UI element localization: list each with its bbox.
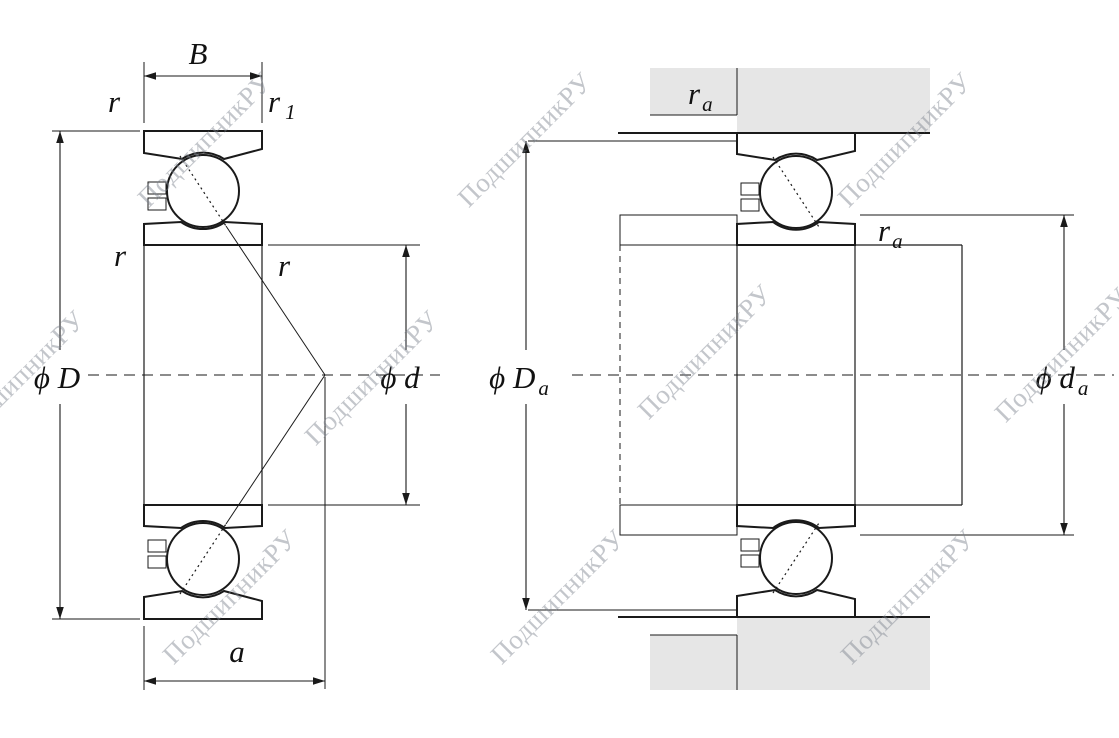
label-r-mid-left: r	[114, 238, 127, 273]
cage-top-1	[740, 182, 760, 196]
inner-ring-bottom	[736, 504, 856, 530]
contact-line-dotted-bottom	[772, 522, 820, 594]
outer-ring-top	[736, 132, 856, 162]
contact-line-bottom	[225, 374, 326, 525]
cage-bottom-2	[147, 555, 167, 569]
outer-ring-bottom	[736, 588, 856, 618]
label-B: B	[189, 36, 208, 71]
cage-bottom-1	[147, 539, 167, 553]
dimension-a: a	[143, 626, 325, 690]
contact-line-dotted-top	[772, 156, 820, 228]
cage-bottom-2	[740, 554, 760, 568]
cage-top-1	[147, 181, 167, 195]
outer-ring-top	[143, 130, 263, 161]
housing-block-top	[650, 68, 930, 133]
contact-line-dotted-bottom	[179, 523, 227, 595]
cage-bottom-1	[740, 538, 760, 552]
cage-top-2	[147, 197, 167, 211]
dimension-phi-d: ϕ d	[268, 244, 420, 506]
inner-ring-top	[143, 220, 263, 246]
ball-bottom	[166, 522, 240, 596]
label-a: a	[229, 634, 245, 669]
inner-ring-bottom	[143, 504, 263, 530]
shaft-shoulder-top	[619, 214, 738, 246]
dimension-phi-D: ϕ D	[34, 130, 140, 620]
label-ra-housing: ra	[688, 76, 713, 116]
label-r-mid-right: r	[278, 248, 291, 283]
ball-top	[759, 155, 833, 229]
inner-ring-top	[736, 220, 856, 246]
dimension-B: B	[143, 36, 263, 123]
label-phi-D: ϕ D	[34, 360, 80, 395]
label-ra-shaft: ra	[878, 213, 903, 253]
label-phi-d: ϕ d	[380, 360, 420, 395]
shaft-shoulder-bottom	[619, 504, 738, 536]
outer-ring-bottom	[143, 589, 263, 620]
cage-top-2	[740, 198, 760, 212]
housing-block-bottom	[650, 617, 930, 690]
contact-line-top	[225, 225, 326, 376]
ball-top	[166, 154, 240, 228]
ball-bottom	[759, 521, 833, 595]
contact-line-dotted-top	[179, 155, 227, 227]
label-r-top-left: r	[108, 84, 121, 119]
left-view-bearing-section	[88, 130, 440, 689]
